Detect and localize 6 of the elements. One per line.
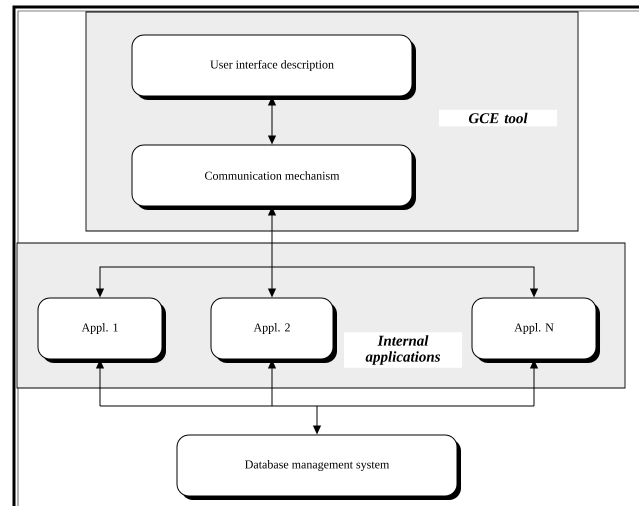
process-box: Appl. 2: [210, 298, 337, 363]
process-box: Database management system: [176, 434, 461, 500]
process-box: User interface description: [132, 34, 416, 100]
process-box: Appl. 1: [38, 298, 166, 363]
process-box: Communication mechanism: [132, 144, 416, 210]
process-box: Appl. N: [472, 298, 600, 363]
